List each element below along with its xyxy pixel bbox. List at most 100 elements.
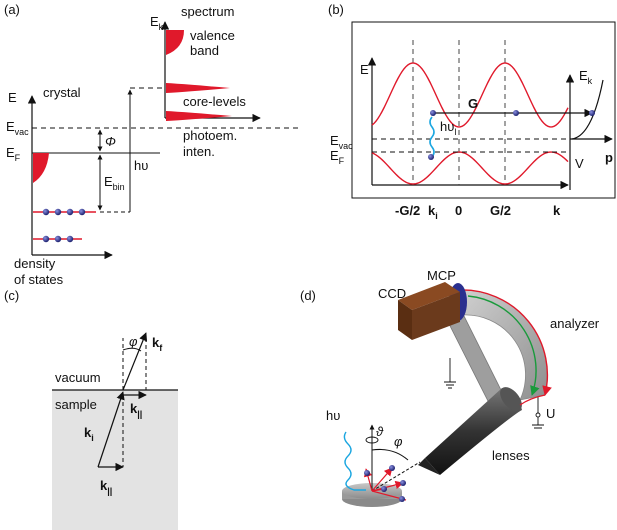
dos-label-1: density <box>14 256 56 271</box>
initial-state-dot <box>428 154 434 160</box>
svg-text:Ek: Ek <box>150 14 164 32</box>
ki-label: k <box>84 425 92 440</box>
g-label: G <box>468 96 478 111</box>
ccd-side <box>398 300 412 340</box>
lens-column <box>425 388 522 475</box>
emitted-electron-dot <box>400 480 406 486</box>
spectrum-label: spectrum <box>181 4 234 19</box>
emitted-electron-dot <box>399 496 405 502</box>
tick-neg-g2: -G/2 <box>395 203 420 218</box>
mcp-label: MCP <box>427 268 456 283</box>
panel-d: (d) MCP CCD analyzer U lenses <box>300 268 600 507</box>
evac-label: E <box>6 119 15 134</box>
svg-text:Ek: Ek <box>579 68 593 86</box>
k-par-top-label: k <box>130 401 138 416</box>
u-label: U <box>546 406 555 421</box>
green-trajectory <box>467 295 540 396</box>
incident-photon <box>343 431 366 491</box>
electron-dot <box>66 235 74 243</box>
valence-label-1: valence <box>190 28 235 43</box>
core-level-peak-2 <box>166 111 232 121</box>
ki-vector <box>97 391 125 468</box>
svg-text:ki: ki <box>428 203 438 221</box>
k-par-bottom-label: k <box>100 478 108 493</box>
svg-text:k||: k|| <box>100 478 112 496</box>
ef-label: E <box>6 145 15 160</box>
emission-direction <box>371 461 421 492</box>
ccd-top <box>398 282 460 310</box>
d-phi-label: φ <box>394 434 403 449</box>
lower-band <box>371 151 569 185</box>
electron-dot <box>42 208 50 216</box>
electron-dot <box>78 208 86 216</box>
sample-label: sample <box>55 397 97 412</box>
valence-label-2: band <box>190 43 219 58</box>
phi-arc <box>122 347 142 352</box>
sample-region <box>52 390 178 530</box>
core-levels-label: core-levels <box>183 94 246 109</box>
electron-dot <box>42 235 50 243</box>
svg-text:Evac: Evac <box>6 119 29 137</box>
tick-g2: G/2 <box>490 203 511 218</box>
v-label: V <box>575 156 584 171</box>
electron-dot <box>54 208 62 216</box>
vacuum-label: vacuum <box>55 370 101 385</box>
analyzer-label: analyzer <box>550 316 600 331</box>
b-ef-label: E <box>330 148 339 163</box>
kf-label: k <box>152 335 160 350</box>
panel-d-tag: (d) <box>300 288 316 303</box>
svg-text:EF: EF <box>330 148 345 166</box>
panel-b: (b) E Evac EF Ek p V G hυl <box>328 2 616 221</box>
emitted-electron-dot <box>381 486 387 492</box>
ebin-label: E <box>104 174 113 189</box>
red-trajectory-outer <box>459 289 552 396</box>
panel-b-tag: (b) <box>328 2 344 17</box>
red-trajectory-entry <box>519 394 546 406</box>
ccd-label: CCD <box>378 286 406 301</box>
tick-ki: k <box>428 203 436 218</box>
b-ek-label: E <box>579 68 588 83</box>
upper-band <box>371 62 569 128</box>
voltage-terminal-icon <box>535 412 541 418</box>
d-hv-label: hυ <box>326 408 340 423</box>
phi-label: Φ <box>105 134 116 149</box>
svg-text:kf: kf <box>152 335 163 353</box>
d-phi-arc <box>371 449 409 461</box>
panel-b-frame <box>351 21 616 199</box>
panel-a: (a) Ek spectrum valence band core-levels… <box>4 2 300 287</box>
theta-rotation-icon <box>365 436 379 444</box>
photoem-label-2: inten. <box>183 144 215 159</box>
c-phi-label: φ <box>129 334 138 349</box>
svg-text:Ebin: Ebin <box>104 174 125 192</box>
lens-tip <box>418 458 440 475</box>
emitted-dot <box>589 110 595 116</box>
lens-entrance <box>500 387 522 411</box>
panel-c-tag: (c) <box>4 288 19 303</box>
crystal-e-label: E <box>8 90 17 105</box>
electron-dot <box>66 208 74 216</box>
svg-text:ki: ki <box>84 425 94 443</box>
dos-label-2: of states <box>14 272 64 287</box>
b-hv-label: hυ <box>440 119 454 134</box>
lenses-label: lenses <box>492 448 530 463</box>
valence-dos <box>33 153 49 183</box>
b-e-label: E <box>360 62 369 77</box>
crystal-label: crystal <box>43 85 81 100</box>
free-electron-parabola <box>571 79 604 140</box>
b-evac-label: E <box>330 133 339 148</box>
hv-label-a: hυ <box>134 158 148 173</box>
final-state-dot <box>430 110 436 116</box>
theta-label: ϑ <box>376 424 384 439</box>
valence-band-peak <box>166 30 184 55</box>
photon-transition <box>429 116 435 158</box>
panel-a-tag: (a) <box>4 2 20 17</box>
electron-trajectory <box>371 467 393 492</box>
ccd-front <box>412 292 460 340</box>
photoem-label-1: photoem. <box>183 128 237 143</box>
b-k-label: k <box>553 203 561 218</box>
tick-zero: 0 <box>455 203 462 218</box>
p-label: p <box>605 150 613 165</box>
panel-c: (c) vacuum sample ki k|| kf φ k|| <box>4 288 178 530</box>
electron-dot <box>54 235 62 243</box>
svg-text:hυl: hυl <box>440 119 456 137</box>
